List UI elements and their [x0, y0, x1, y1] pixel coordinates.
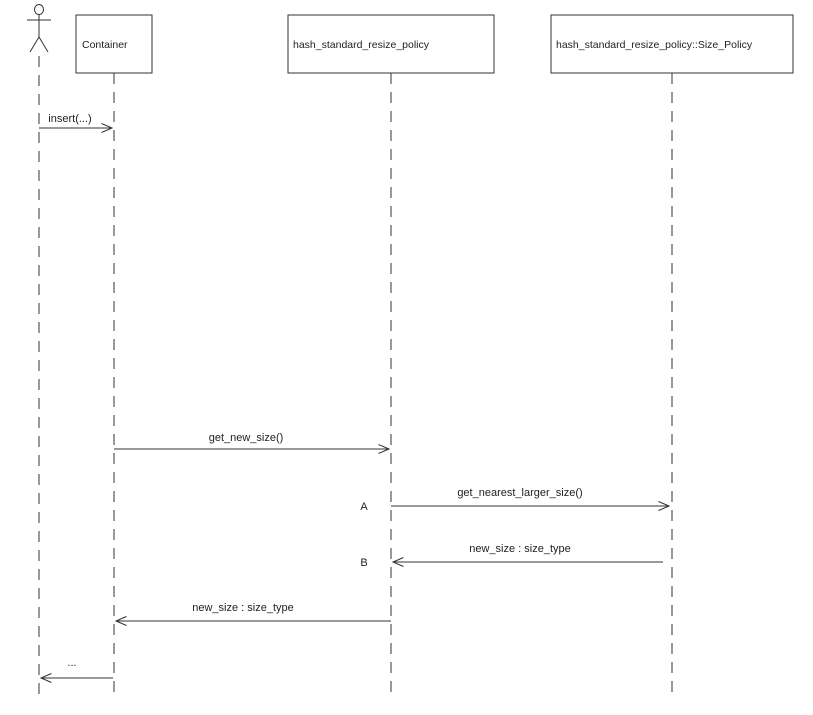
object-box-container: Container [75, 14, 153, 74]
message-new-size-return-to-container-label: new_size : size_type [192, 602, 294, 614]
sequence-marker-b: B [360, 557, 367, 569]
message-new-size-return-to-policy: B new_size : size_type [360, 543, 663, 569]
message-get-nearest-larger-size-label: get_nearest_larger_size() [457, 487, 582, 499]
actor-icon [27, 4, 51, 53]
message-return-to-actor-label: ... [67, 657, 76, 669]
object-label-hash-standard-resize-policy: hash_standard_resize_policy [293, 39, 430, 51]
message-new-size-return-to-container: new_size : size_type [114, 602, 391, 626]
object-label-size-policy: hash_standard_resize_policy::Size_Policy [556, 39, 753, 51]
message-get-new-size: get_new_size() [114, 432, 391, 454]
object-label-container: Container [82, 39, 128, 51]
message-new-size-return-to-policy-label: new_size : size_type [469, 543, 571, 555]
message-insert: insert(...) [39, 113, 114, 133]
object-box-size-policy: hash_standard_resize_policy::Size_Policy [550, 14, 794, 74]
message-get-new-size-label: get_new_size() [209, 432, 284, 444]
message-get-nearest-larger-size: A get_nearest_larger_size() [360, 487, 671, 513]
message-return-to-actor: ... [39, 657, 113, 683]
object-box-hash-standard-resize-policy: hash_standard_resize_policy [287, 14, 495, 74]
sequence-marker-a: A [360, 501, 368, 513]
message-insert-label: insert(...) [48, 113, 91, 125]
